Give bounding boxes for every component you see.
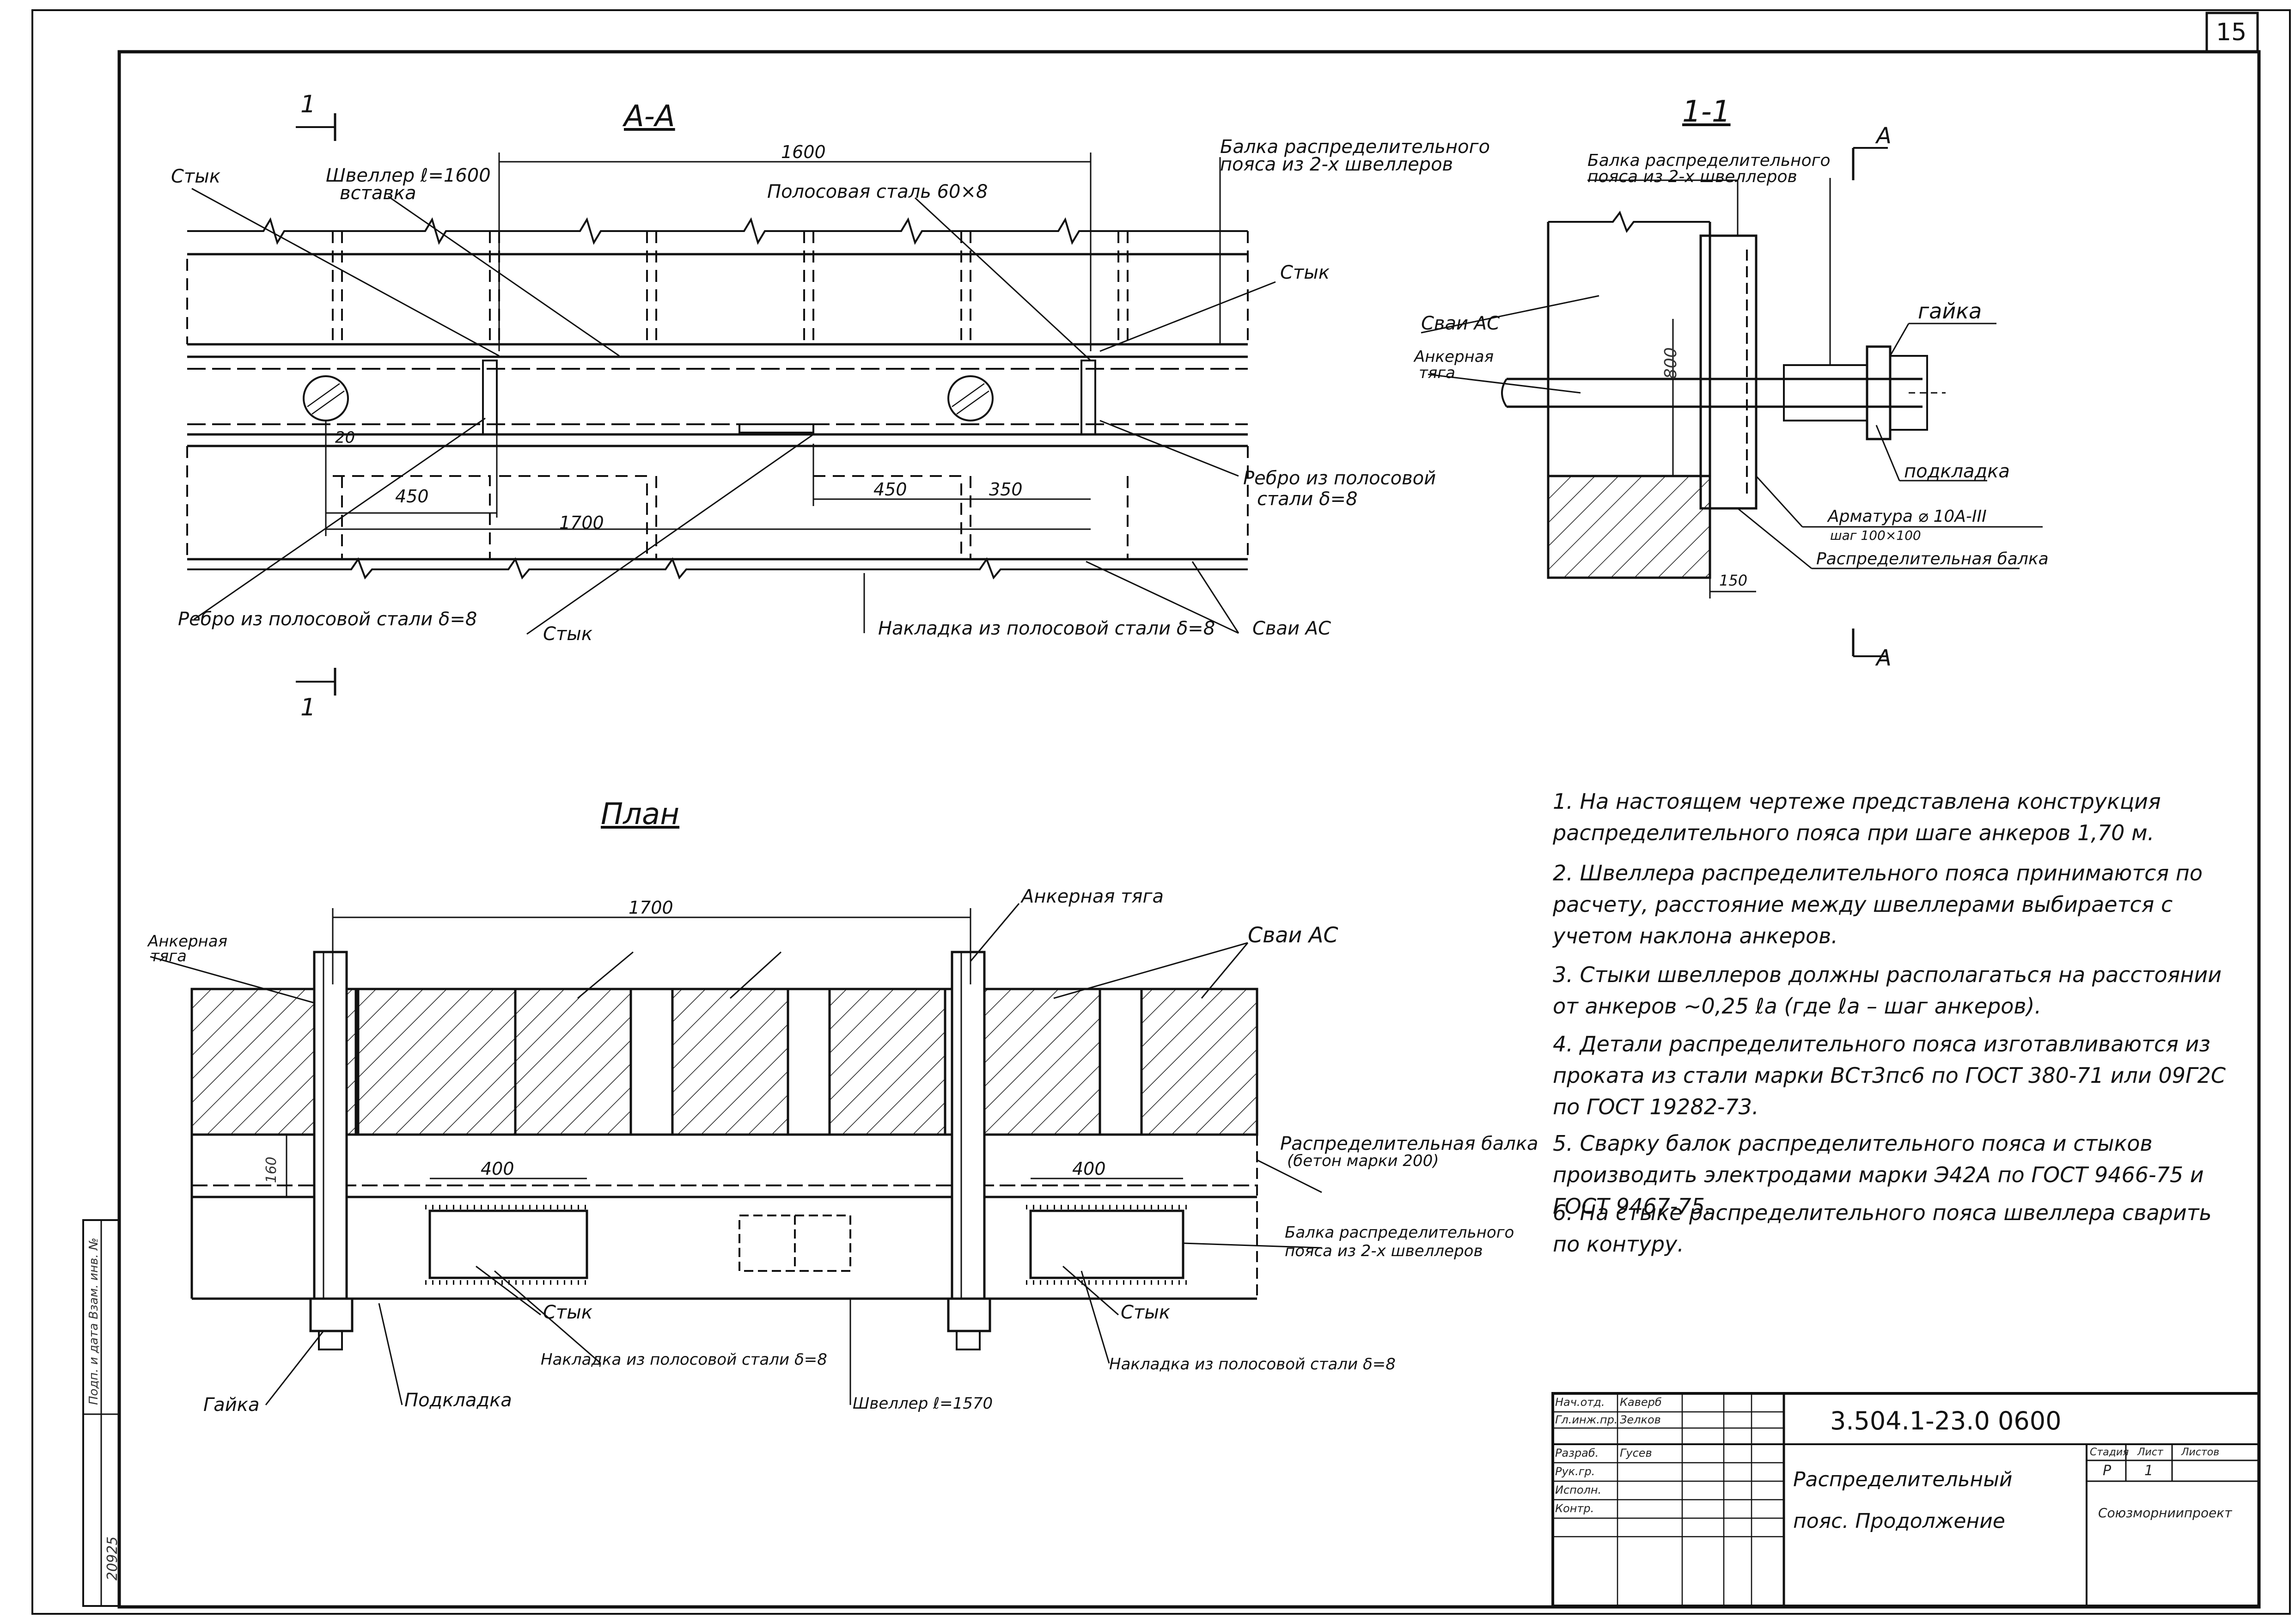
side-stamp-label: Подп. и дата Взам. инв. №	[87, 1238, 101, 1405]
label-11-ankernaya-1: Анкерная	[1414, 348, 1494, 366]
label-11-armatura-2: шаг 100×100	[1830, 528, 1921, 543]
label-styk-bottom: Стык	[543, 623, 592, 645]
label-plan-raspr-2: (бетон марки 200)	[1287, 1152, 1439, 1170]
plan-drawing	[150, 903, 1322, 1405]
label-rebro-right-1: Ребро из полосовой	[1243, 468, 1436, 489]
label-11-balka-1: Балка распределительного	[1587, 151, 1831, 170]
dim-20: 20	[335, 428, 355, 447]
label-plan-balka-2: пояса из 2-х швеллеров	[1285, 1242, 1483, 1260]
dim-1600: 1600	[781, 142, 826, 162]
title-block-code: 3.504.1-23.0 0600	[1830, 1406, 2062, 1435]
label-plan-balka-1: Балка распределительного	[1285, 1223, 1514, 1242]
title-block-sheet: 1	[2144, 1463, 2154, 1479]
label-plan-nakladka-left: Накладка из полосовой стали δ=8	[541, 1350, 827, 1369]
title-block-name-1: Распределительный	[1793, 1468, 2013, 1491]
tb-row-6-role: Контр.	[1555, 1502, 1594, 1515]
label-plan-ankernaya-left-1: Анкерная	[148, 932, 228, 951]
title-block-name-2: пояс. Продолжение	[1793, 1509, 2005, 1533]
tb-row-1-name: Каверб	[1620, 1396, 1662, 1409]
label-styk-right: Стык	[1280, 262, 1330, 283]
label-11-svai: Сваи АС	[1421, 313, 1500, 334]
label-polosovaya-stal: Полосовая сталь 60×8	[767, 181, 988, 202]
note-1: 1. На настоящем чертеже представлена кон…	[1553, 789, 2161, 845]
title-block-org: Союзморниипроект	[2098, 1505, 2232, 1520]
dim-800: 800	[1661, 347, 1680, 379]
tb-row-5-role: Исполн.	[1555, 1484, 1602, 1496]
tb-row-4-role: Рук.гр.	[1555, 1465, 1595, 1478]
label-11-podkladka: подкладка	[1904, 461, 2010, 482]
label-plan-podkladka: Подкладка	[404, 1390, 512, 1411]
note-5: 5. Сварку балок распределительного пояса…	[1553, 1131, 2204, 1219]
label-11-ankernaya-2: тяга	[1419, 364, 1455, 382]
label-plan-ankernaya-left-2: тяга	[150, 947, 187, 965]
label-shveller-vstavka: вставка	[340, 183, 416, 204]
section-aa-cut-mark-top: 1	[300, 91, 316, 118]
plan-title: План	[601, 797, 680, 831]
label-balka-raspr-1: Балка распределительного	[1220, 136, 1490, 158]
title-block-grid	[1551, 1392, 2260, 1607]
dim-plan-1700: 1700	[629, 897, 673, 918]
dim-plan-400-left: 400	[481, 1159, 514, 1179]
label-11-armatura-1: Арматура ⌀ 10А-III	[1828, 507, 1987, 526]
label-plan-styk-left: Стык	[543, 1302, 592, 1323]
title-block-sheet-header: Лист	[2137, 1447, 2163, 1458]
sheet-number-box	[2205, 12, 2259, 53]
label-balka-raspr-2: пояса из 2-х швеллеров	[1220, 154, 1453, 175]
inner-frame	[117, 50, 2261, 1609]
note-6: 6. На стыке распределительного пояса шве…	[1553, 1200, 2212, 1257]
sheet-number: 15	[2216, 18, 2247, 46]
note-2: 2. Швеллера распределительного пояса при…	[1553, 861, 2203, 948]
label-nakladka: Накладка из полосовой стали δ=8	[878, 618, 1215, 639]
title-block-stage: Р	[2103, 1463, 2112, 1479]
label-plan-shveller: Швеллер ℓ=1570	[853, 1394, 993, 1413]
section-aa-drawing	[186, 113, 1276, 696]
side-stamp-number: 20925	[104, 1536, 121, 1581]
dim-1700-aa: 1700	[559, 513, 604, 533]
section-11-drawing	[1421, 147, 2043, 657]
dim-450-right: 450	[873, 479, 907, 500]
label-shveller: Швеллер ℓ=1600	[326, 165, 491, 186]
label-plan-gaika: Гайка	[203, 1394, 260, 1416]
label-rebro-left: Ребро из полосовой стали δ=8	[178, 609, 477, 630]
label-11-gaika: гайка	[1918, 299, 1982, 324]
label-plan-raspr-1: Распределительная балка	[1280, 1133, 1538, 1154]
label-plan-svai: Сваи АС	[1248, 922, 1338, 947]
title-block-sheets-header: Листов	[2181, 1447, 2220, 1458]
note-3: 3. Стыки швеллеров должны располагаться …	[1553, 962, 2222, 1019]
dim-450-left: 450	[395, 486, 429, 507]
label-plan-styk-right: Стык	[1121, 1302, 1170, 1323]
tb-row-3-name: Гусев	[1620, 1447, 1652, 1459]
label-rebro-right-2: стали δ=8	[1257, 488, 1358, 510]
label-styk-top: Стык	[171, 166, 220, 187]
side-stamp-grid	[82, 1219, 120, 1607]
tb-row-3-role: Разраб.	[1555, 1447, 1599, 1459]
note-4: 4. Детали распределительного пояса изгот…	[1553, 1032, 2226, 1119]
section-aa-title: А-А	[624, 99, 675, 134]
dim-plan-160: 160	[263, 1156, 280, 1183]
tb-row-2-name: Зелков	[1620, 1413, 1661, 1426]
dim-150: 150	[1719, 572, 1748, 589]
section-11-title: 1-1	[1682, 95, 1731, 129]
label-plan-ankernaya-right: Анкерная тяга	[1021, 886, 1164, 907]
label-11-raspr-balka: Распределительная балка	[1816, 549, 2049, 568]
label-plan-nakladka-right: Накладка из полосовой стали δ=8	[1109, 1355, 1396, 1374]
outer-border	[31, 9, 2291, 1615]
label-svai-aa: Сваи АС	[1252, 618, 1331, 639]
dim-plan-400-right: 400	[1072, 1159, 1106, 1179]
title-block-stage-header: Стадия	[2090, 1447, 2129, 1458]
tb-row-1-role: Нач.отд.	[1555, 1396, 1605, 1409]
section-11-cut-mark-bottom: А	[1876, 645, 1892, 671]
label-11-balka-2: пояса из 2-х швеллеров	[1587, 167, 1797, 186]
section-aa-cut-mark-bottom: 1	[300, 694, 316, 721]
dim-350: 350	[989, 479, 1023, 500]
tb-row-2-role: Гл.инж.пр.	[1555, 1413, 1618, 1426]
section-11-cut-mark-top: А	[1876, 123, 1892, 149]
